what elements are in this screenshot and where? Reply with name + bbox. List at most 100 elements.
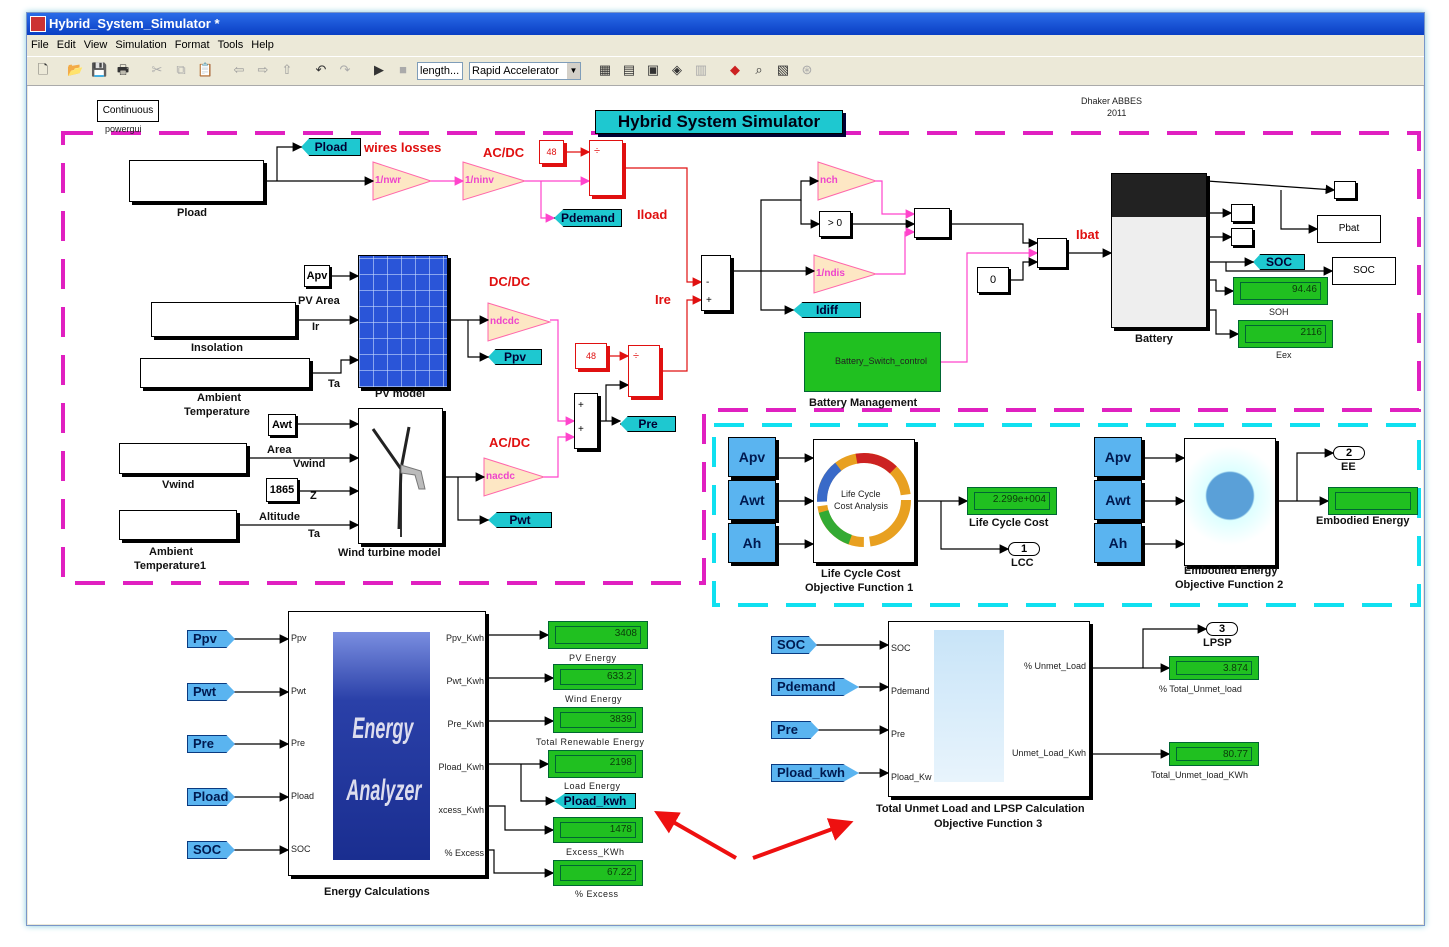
menu-format[interactable]: Format: [174, 39, 210, 51]
lcc-display[interactable]: 2.299e+004: [967, 487, 1057, 515]
from-tag-ppv[interactable]: Ppv: [187, 630, 235, 648]
save-icon[interactable]: 💾: [91, 62, 108, 77]
advisor-icon[interactable]: ⌕: [755, 62, 763, 77]
wind-energy-display[interactable]: 633.2: [553, 664, 643, 690]
embodied-energy-block[interactable]: [1184, 438, 1276, 566]
ambient-temperature1-scope[interactable]: [119, 510, 237, 540]
from-tag-pre[interactable]: Pre: [187, 735, 235, 753]
new-file-icon[interactable]: 🗋: [37, 62, 49, 77]
from-block-apv[interactable]: Apv: [728, 437, 776, 477]
from-tag-soc[interactable]: SOC: [187, 841, 235, 859]
const-apv[interactable]: Apv: [304, 265, 330, 287]
goto-pwt-tag[interactable]: Pwt: [488, 512, 552, 528]
terminator-block[interactable]: [1231, 228, 1253, 246]
from-tag-obj3-pload-kwh[interactable]: Pload_kwh: [771, 764, 859, 782]
goto-idiff-tag[interactable]: Idiff: [793, 302, 861, 318]
life-cycle-cost-block[interactable]: [813, 439, 915, 563]
from-tag-obj3-pre[interactable]: Pre: [771, 721, 819, 739]
model-browser-icon[interactable]: ▦: [598, 62, 612, 77]
vwind-scope[interactable]: [119, 443, 247, 474]
from-block-awt[interactable]: Awt: [728, 480, 776, 520]
eex-display[interactable]: 2116: [1238, 320, 1333, 348]
outport-3[interactable]: 3: [1206, 622, 1238, 636]
const-48-renewable[interactable]: 48: [575, 343, 607, 369]
forward-icon[interactable]: ⇨: [257, 62, 269, 77]
const-awt[interactable]: Awt: [268, 414, 296, 436]
compare-to-zero-block[interactable]: > 0: [819, 211, 851, 237]
pload-profile-scope[interactable]: [129, 160, 264, 202]
menu-file[interactable]: File: [31, 39, 49, 51]
insolation-scope[interactable]: [151, 302, 296, 337]
library-browser-icon[interactable]: ▤: [622, 62, 636, 77]
ambient-temperature-scope[interactable]: [140, 358, 310, 388]
const-48-load[interactable]: 48: [539, 140, 564, 164]
print-icon[interactable]: 🖶: [116, 62, 130, 77]
simulation-mode-select[interactable]: Rapid Accelerator▼: [469, 62, 581, 80]
battery-enable-switch[interactable]: [1037, 238, 1067, 268]
product-ire-block[interactable]: ÷: [628, 345, 660, 397]
menu-help[interactable]: Help: [251, 39, 274, 51]
open-folder-icon[interactable]: 📂: [67, 62, 84, 77]
powergui-continuous-block[interactable]: Continuous: [97, 100, 159, 122]
goto-ppv-tag[interactable]: Ppv: [488, 349, 542, 365]
goto-soc-tag[interactable]: SOC: [1253, 254, 1305, 270]
from-block-obj2-ah[interactable]: Ah: [1094, 523, 1142, 563]
goto-pdemand-tag[interactable]: Pdemand: [554, 209, 622, 227]
from-block-obj2-awt[interactable]: Awt: [1094, 480, 1142, 520]
pv-energy-display[interactable]: 3408: [548, 621, 648, 649]
excess-kwh-display[interactable]: 1478: [553, 817, 643, 843]
from-block-obj2-apv[interactable]: Apv: [1094, 437, 1142, 477]
build-icon[interactable]: ▥: [694, 62, 708, 77]
battery-management-block[interactable]: [804, 332, 941, 392]
config-icon[interactable]: ▧: [776, 62, 790, 77]
paste-icon[interactable]: 📋: [197, 62, 214, 77]
pbat-block[interactable]: Pbat: [1317, 215, 1381, 243]
model-explorer-icon[interactable]: ▣: [646, 62, 660, 77]
percent-excess-display[interactable]: 67.22: [553, 860, 643, 886]
menu-view[interactable]: View: [83, 39, 108, 51]
wind-turbine-model-block[interactable]: [358, 408, 443, 544]
charge-discharge-switch[interactable]: [914, 208, 950, 238]
soc-block[interactable]: SOC: [1332, 257, 1396, 285]
help-wheel-icon[interactable]: ⊛: [801, 62, 813, 77]
const-zero[interactable]: 0: [977, 267, 1009, 293]
from-tag-obj3-pdemand[interactable]: Pdemand: [771, 678, 859, 696]
back-icon[interactable]: ⇦: [233, 62, 245, 77]
menu-simulation[interactable]: Simulation: [115, 39, 167, 51]
outport-2[interactable]: 2: [1333, 446, 1365, 460]
signal-builder-icon[interactable]: ◆: [730, 62, 740, 77]
from-tag-pload[interactable]: Pload: [187, 788, 235, 806]
sum-pre-block[interactable]: ++: [574, 393, 598, 449]
load-energy-display[interactable]: 2198: [548, 750, 643, 778]
pv-model-block[interactable]: [358, 255, 448, 388]
from-tag-obj3-soc[interactable]: SOC: [771, 636, 817, 654]
menu-edit[interactable]: Edit: [56, 39, 76, 51]
embodied-energy-display[interactable]: [1328, 487, 1418, 515]
copy-icon[interactable]: ⧉: [176, 62, 186, 77]
run-icon[interactable]: ▶: [374, 62, 384, 77]
outport-1[interactable]: 1: [1008, 542, 1040, 556]
undo-icon[interactable]: ↶: [315, 62, 327, 77]
debugger-icon[interactable]: ◈: [672, 62, 682, 77]
terminator-block[interactable]: [1231, 204, 1253, 222]
menu-tools[interactable]: Tools: [217, 39, 244, 51]
terminator-block[interactable]: [1334, 181, 1356, 199]
cut-icon[interactable]: ✂: [151, 62, 163, 77]
total-renewable-energy-display[interactable]: 3839: [553, 707, 643, 733]
chevron-down-icon[interactable]: ▼: [567, 63, 580, 79]
percent-unmet-load-display[interactable]: 3.874: [1169, 656, 1259, 680]
stop-time-input[interactable]: length...: [417, 62, 463, 80]
product-iload-block[interactable]: ÷: [589, 140, 623, 196]
redo-icon[interactable]: ↷: [339, 62, 351, 77]
goto-pload-tag[interactable]: Pload: [301, 138, 361, 156]
goto-pre-tag[interactable]: Pre: [620, 416, 676, 432]
battery-block[interactable]: [1111, 173, 1207, 328]
soh-display[interactable]: 94.46: [1233, 277, 1328, 305]
unmet-load-kwh-display[interactable]: 80.77: [1169, 742, 1259, 766]
const-altitude-1865[interactable]: 1865: [266, 478, 298, 502]
stop-icon[interactable]: ■: [399, 62, 407, 77]
up-icon[interactable]: ⇧: [281, 62, 293, 77]
from-tag-pwt[interactable]: Pwt: [187, 683, 235, 701]
sum-idiff-block[interactable]: -+: [701, 255, 731, 311]
